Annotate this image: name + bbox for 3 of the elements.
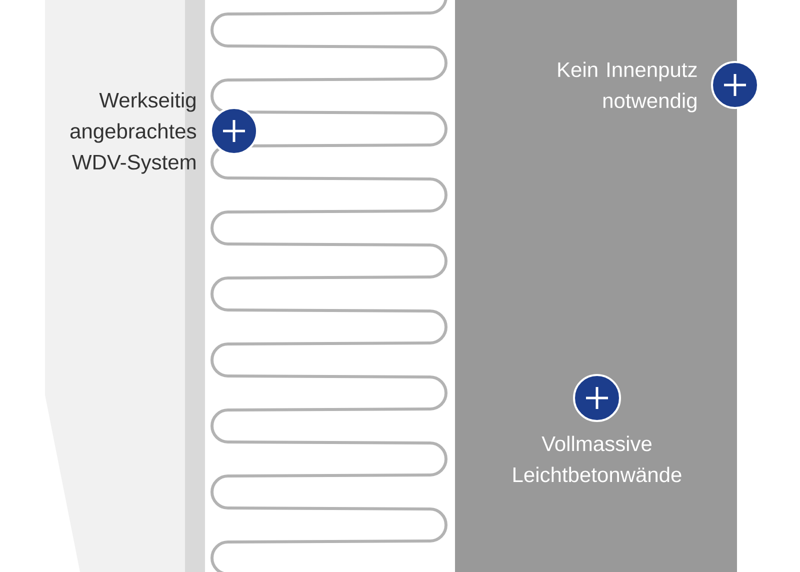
callout-text: Kein Innenputz notwendig bbox=[558, 62, 697, 112]
callout-text: Vollmassive Leichtbetonwände bbox=[514, 436, 682, 482]
callout-text: Werkseitig angebrachtes WDV-System bbox=[70, 92, 196, 174]
